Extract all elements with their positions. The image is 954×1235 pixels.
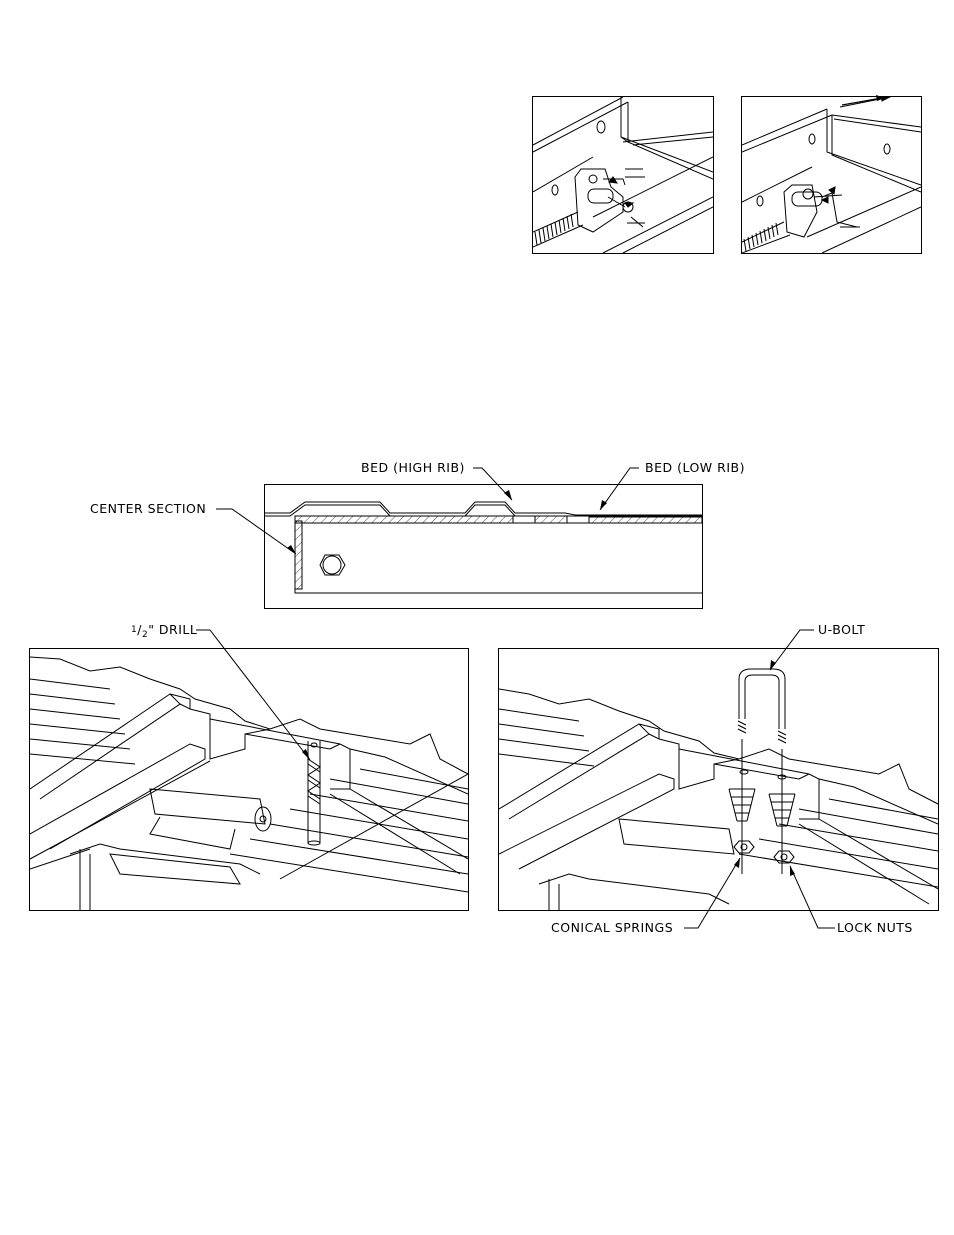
u-bolt-label: U-BOLT (818, 623, 865, 637)
ubolt-view-drawing (499, 649, 938, 910)
lock-nuts-label: LOCK NUTS (837, 921, 913, 935)
cross-section-drawing (265, 485, 702, 608)
detail-before-drawing (533, 97, 713, 253)
bed-high-rib-label: BED (HIGH RIB) (361, 461, 465, 475)
detail-after-drawing (742, 97, 921, 253)
drill-text: " DRILL (148, 622, 197, 637)
drill-view-panel (29, 648, 469, 911)
detail-after-panel (741, 96, 922, 254)
bed-low-rib-label: BED (LOW RIB) (645, 461, 745, 475)
center-section-label: CENTER SECTION (90, 502, 206, 516)
conical-springs-label: CONICAL SPRINGS (551, 921, 673, 935)
drill-size-label: 1/2" DRILL (131, 623, 197, 640)
ubolt-view-panel (498, 648, 939, 911)
detail-before-panel (532, 96, 714, 254)
drill-view-drawing (30, 649, 468, 910)
cross-section-panel (264, 484, 703, 609)
